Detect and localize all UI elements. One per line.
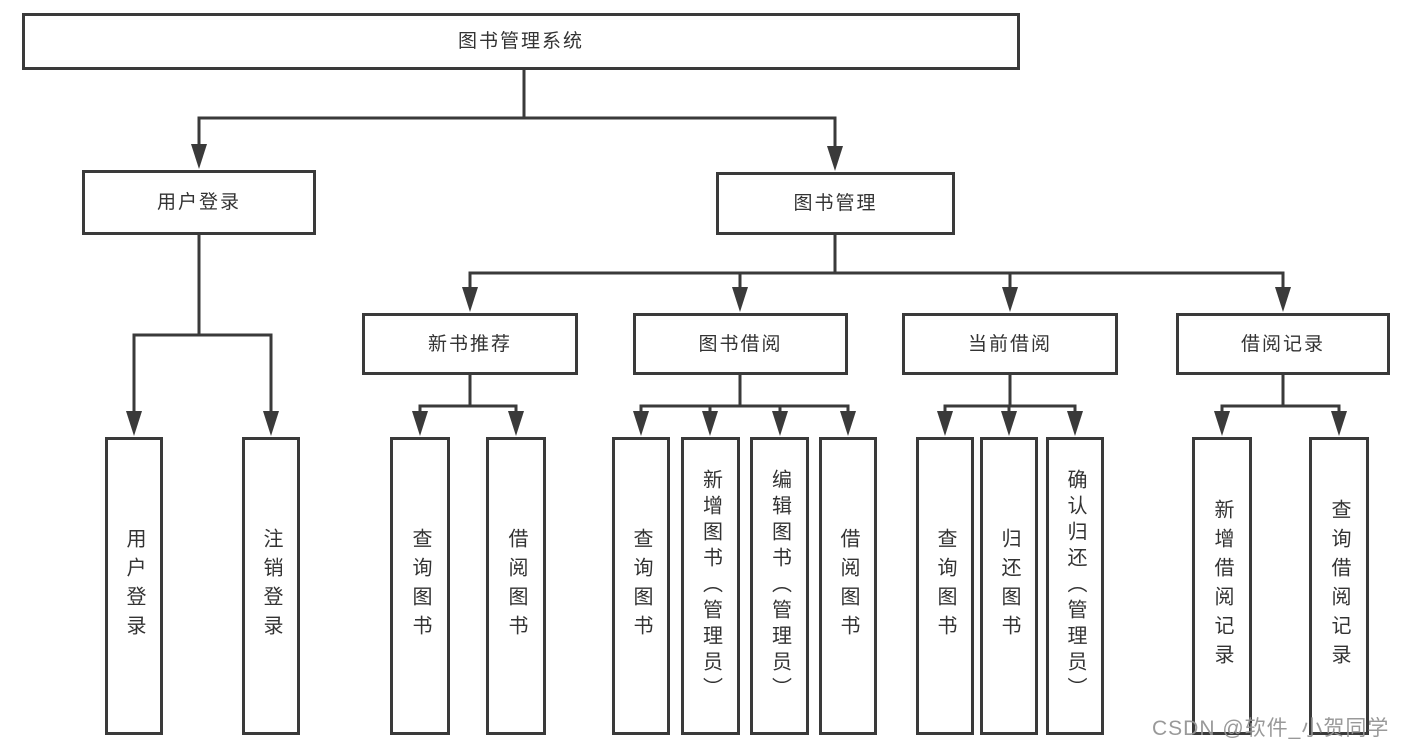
leaf-return-books-label: 归还图书	[998, 528, 1020, 644]
leaf-add-borrow-record: 新增借阅记录	[1192, 437, 1252, 735]
leaf-confirm-return-admin: 确认归还（管理员）	[1046, 437, 1104, 735]
leaf-logout: 注销登录	[242, 437, 300, 735]
leaf-query-books-1: 查询图书	[390, 437, 450, 735]
arrow-down-icon	[1002, 287, 1018, 312]
leaf-user-login-label: 用户登录	[123, 528, 145, 644]
arrow-down-icon	[937, 411, 953, 436]
leaf-confirm-return-admin-label: 确认归还（管理员）	[1064, 469, 1086, 703]
leaf-borrow-books-1: 借阅图书	[486, 437, 546, 735]
node-new-book-recommend-label: 新书推荐	[427, 333, 512, 355]
arrow-down-icon	[1001, 411, 1017, 436]
arrow-down-icon	[508, 411, 524, 436]
arrow-down-icon	[827, 146, 843, 171]
leaf-user-login: 用户登录	[105, 437, 163, 735]
leaf-query-books-2: 查询图书	[612, 437, 670, 735]
arrow-down-icon	[126, 411, 142, 436]
leaf-query-books-3-label: 查询图书	[934, 528, 956, 644]
arrow-down-icon	[1275, 287, 1291, 312]
node-current-borrowing-label: 当前借阅	[967, 333, 1052, 355]
arrow-down-icon	[772, 411, 788, 436]
leaf-add-books-admin-label: 新增图书（管理员）	[699, 469, 722, 703]
leaf-return-books: 归还图书	[980, 437, 1038, 735]
arrow-down-icon	[732, 287, 748, 312]
node-user-login-label: 用户登录	[156, 192, 241, 213]
node-book-borrowing: 图书借阅	[633, 313, 848, 375]
arrow-down-icon	[191, 144, 207, 169]
arrow-down-icon	[633, 411, 649, 436]
arrow-down-icon	[840, 411, 856, 436]
node-book-borrowing-label: 图书借阅	[698, 333, 783, 355]
node-root: 图书管理系统	[22, 13, 1020, 70]
leaf-query-books-2-label: 查询图书	[630, 528, 652, 644]
node-borrowing-records-label: 借阅记录	[1240, 333, 1325, 355]
leaf-borrow-books-2-label: 借阅图书	[837, 528, 859, 644]
leaf-query-borrow-record: 查询借阅记录	[1309, 437, 1369, 735]
arrow-down-icon	[702, 411, 718, 436]
node-user-login: 用户登录	[82, 170, 316, 235]
leaf-logout-label: 注销登录	[260, 528, 282, 644]
node-book-management: 图书管理	[716, 172, 955, 235]
watermark-text: CSDN @软件_小贺同学	[1152, 717, 1390, 740]
leaf-add-borrow-record-label: 新增借阅记录	[1211, 499, 1233, 673]
leaf-add-books-admin: 新增图书（管理员）	[681, 437, 740, 735]
arrow-down-icon	[1214, 411, 1230, 436]
leaf-borrow-books-2: 借阅图书	[819, 437, 877, 735]
leaf-query-books-1-label: 查询图书	[409, 528, 431, 644]
node-current-borrowing: 当前借阅	[902, 313, 1118, 375]
node-borrowing-records: 借阅记录	[1176, 313, 1390, 375]
node-new-book-recommend: 新书推荐	[362, 313, 578, 375]
arrow-down-icon	[462, 287, 478, 312]
arrow-down-icon	[1331, 411, 1347, 436]
leaf-edit-books-admin-label: 编辑图书（管理员）	[768, 469, 791, 703]
node-root-label: 图书管理系统	[457, 31, 584, 52]
arrow-down-icon	[263, 411, 279, 436]
arrow-down-icon	[1067, 411, 1083, 436]
arrow-down-icon	[412, 411, 428, 436]
leaf-query-borrow-record-label: 查询借阅记录	[1328, 499, 1350, 673]
leaf-query-books-3: 查询图书	[916, 437, 974, 735]
node-book-management-label: 图书管理	[793, 193, 878, 214]
leaf-borrow-books-1-label: 借阅图书	[505, 528, 527, 644]
leaf-edit-books-admin: 编辑图书（管理员）	[750, 437, 809, 735]
